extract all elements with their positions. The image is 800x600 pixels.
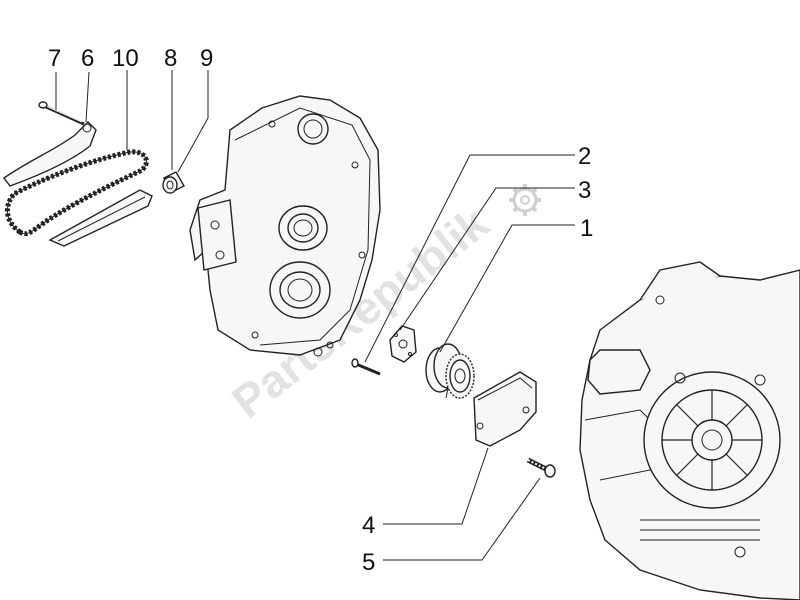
- callout-5: 5: [362, 549, 375, 576]
- bushing: [162, 171, 185, 194]
- callout-4: 4: [362, 512, 375, 539]
- crankcase-half-left: [189, 95, 381, 357]
- tensioner-screw: [38, 101, 85, 126]
- oil-pump-assembly: [425, 343, 475, 399]
- cover-bolt: [526, 457, 556, 478]
- chain-guide-shoe: [48, 189, 153, 247]
- gear-icon: [509, 184, 541, 216]
- callout-1: 1: [580, 215, 593, 242]
- leader-lines: [55, 70, 575, 561]
- callout-10: 10: [112, 45, 139, 72]
- callout-8: 8: [164, 45, 177, 72]
- oil-pump-cover: [473, 371, 537, 447]
- plate-screw: [351, 358, 381, 376]
- callouts: 7 6 10 8 9 2 3 1 4 5: [48, 45, 593, 576]
- chain-tensioner-slider: [3, 121, 97, 187]
- callout-3: 3: [578, 177, 591, 204]
- callout-7: 7: [48, 45, 61, 72]
- timing-chain: [5, 149, 149, 237]
- engine-crankcase-right: [579, 261, 800, 600]
- callout-6: 6: [81, 45, 94, 72]
- callout-2: 2: [578, 143, 591, 170]
- oil-pump-plate: [389, 325, 417, 363]
- callout-9: 9: [200, 45, 213, 72]
